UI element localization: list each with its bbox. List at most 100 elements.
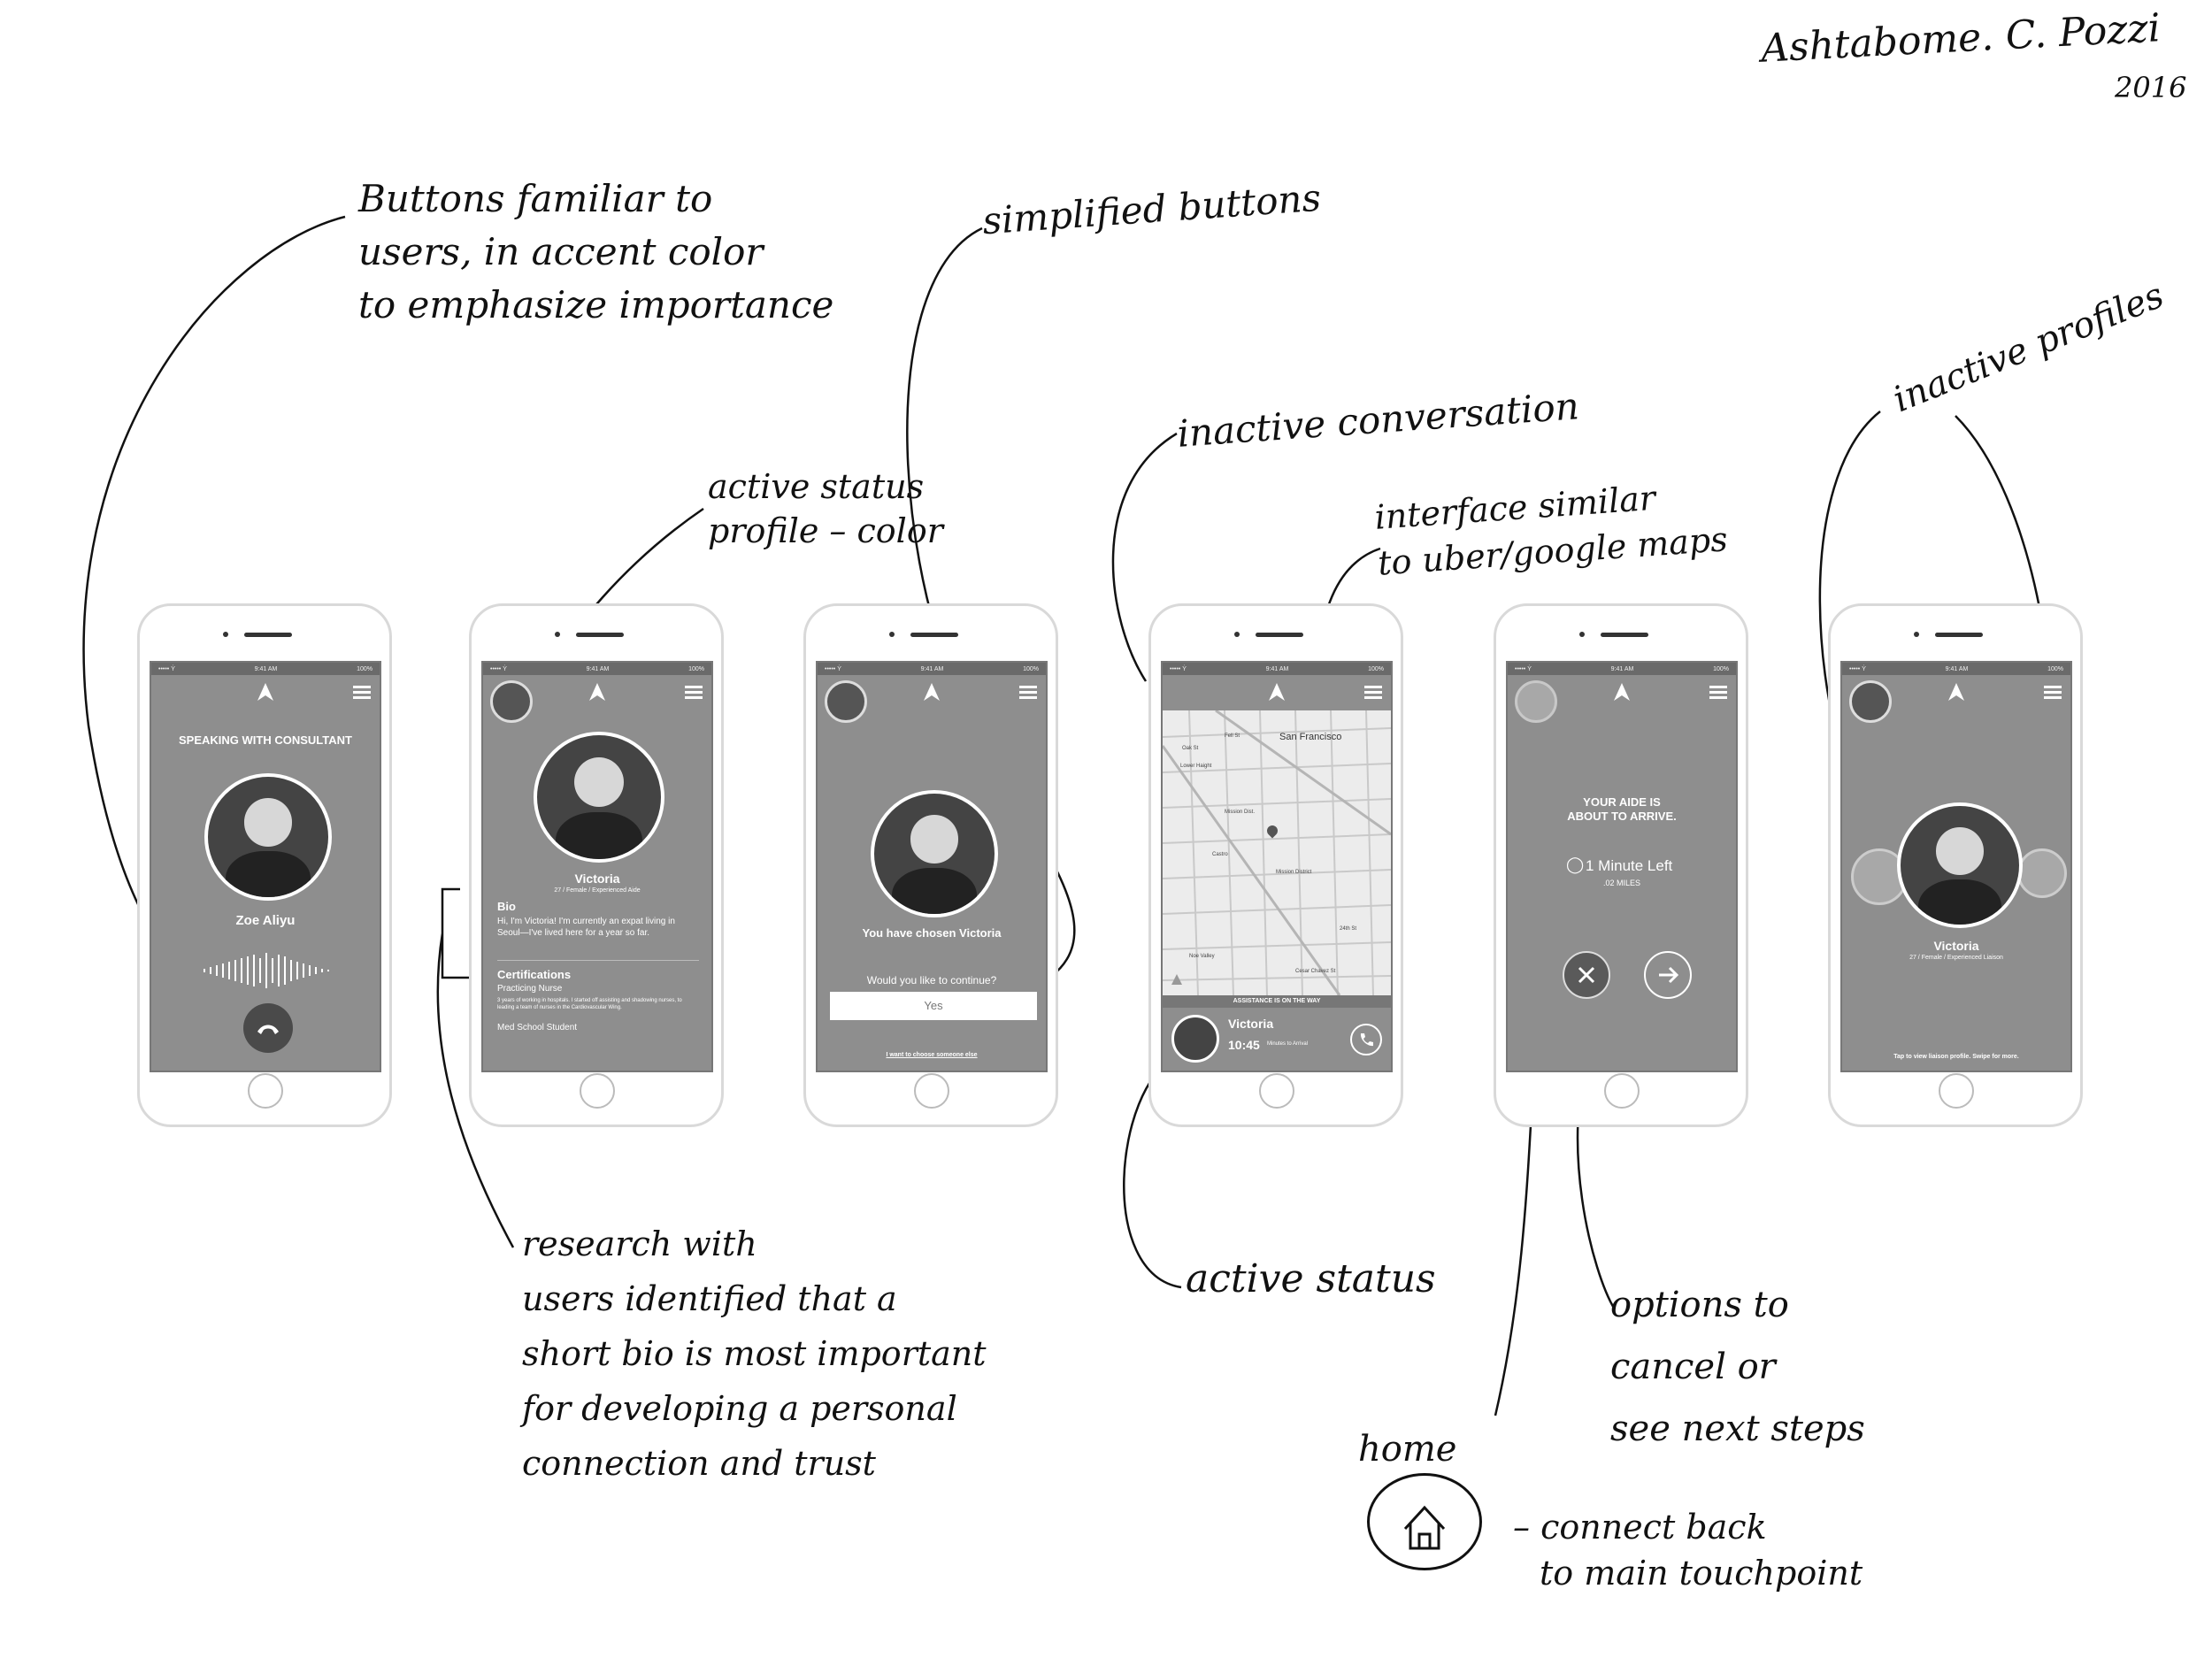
active-status-avatar[interactable] bbox=[490, 680, 533, 723]
home-icon bbox=[1367, 1473, 1482, 1570]
consultant-avatar bbox=[204, 773, 332, 901]
call-aide-button[interactable] bbox=[1350, 1024, 1382, 1055]
status-time: 9:41 AM bbox=[254, 665, 278, 672]
menu-icon[interactable] bbox=[1364, 686, 1382, 699]
phone-speaker bbox=[1935, 633, 1983, 637]
divider bbox=[497, 960, 699, 961]
phone-home-button[interactable] bbox=[1259, 1073, 1294, 1109]
map-label-lower-haight: Lower Haight bbox=[1180, 764, 1212, 769]
battery-level: 100% bbox=[357, 665, 373, 672]
map-label-sf: San Francisco bbox=[1279, 732, 1342, 742]
liaison-avatar[interactable] bbox=[1897, 802, 2023, 928]
arrive-line-1: YOUR AIDE IS bbox=[1583, 795, 1661, 809]
map-label-mission-district: Mission District bbox=[1276, 870, 1312, 875]
menu-icon[interactable] bbox=[1709, 686, 1727, 699]
yes-button[interactable]: Yes bbox=[830, 992, 1037, 1020]
miles-remaining: .02 MILES bbox=[1602, 879, 1641, 887]
carrier-signal: ••••• Ẏ bbox=[1170, 665, 1187, 672]
map-label-mission-dist: Mission Dist. bbox=[1225, 810, 1256, 815]
chosen-aide-avatar bbox=[871, 790, 998, 917]
active-status-avatar[interactable] bbox=[825, 680, 867, 723]
inactive-status-avatar[interactable] bbox=[1515, 680, 1557, 723]
status-time: 9:41 AM bbox=[1265, 665, 1289, 672]
phone-camera bbox=[889, 632, 895, 637]
phone-home-button[interactable] bbox=[1939, 1073, 1974, 1109]
map-label-24th: 24th St bbox=[1340, 926, 1357, 932]
app-logo-icon[interactable] bbox=[589, 683, 605, 701]
app-logo-icon[interactable] bbox=[1948, 683, 1964, 701]
app-logo-icon[interactable] bbox=[1614, 683, 1630, 701]
aide-name: Victoria bbox=[1228, 1017, 1274, 1031]
nav-bar bbox=[818, 675, 1046, 710]
end-call-button[interactable] bbox=[243, 1003, 293, 1053]
close-icon bbox=[1578, 966, 1595, 984]
continue-question: Would you like to continue? bbox=[866, 974, 997, 986]
walking-icon: ◯ bbox=[1566, 856, 1585, 873]
carrier-signal: ••••• Ẏ bbox=[825, 665, 841, 672]
inactive-profile-right[interactable] bbox=[2017, 848, 2067, 898]
menu-icon[interactable] bbox=[2044, 686, 2062, 699]
eta-label: Minutes to Arrival bbox=[1267, 1041, 1309, 1047]
status-time: 9:41 AM bbox=[1610, 665, 1634, 672]
phone-camera bbox=[1234, 632, 1240, 637]
app-logo-icon[interactable] bbox=[1269, 683, 1285, 701]
battery-level: 100% bbox=[1713, 665, 1729, 672]
aide-avatar bbox=[534, 732, 664, 863]
status-time: 9:41 AM bbox=[586, 665, 610, 672]
phone-camera bbox=[1914, 632, 1919, 637]
aide-meta: 27 / Female / Experienced Aide bbox=[554, 887, 641, 894]
certifications-title: Certifications bbox=[497, 968, 572, 981]
phone-home-button[interactable] bbox=[914, 1073, 949, 1109]
map-view[interactable]: San Francisco Lower Haight Mission Dist.… bbox=[1163, 710, 1391, 995]
chosen-message: You have chosen Victoria bbox=[862, 926, 1002, 940]
next-steps-button[interactable] bbox=[1644, 951, 1692, 999]
screen-aide-on-way: ••••• Ẏ 9:41 AM 100% San Francisco Lower H… bbox=[1161, 661, 1393, 1072]
phone-speaker bbox=[1601, 633, 1648, 637]
street-grid bbox=[1163, 710, 1391, 995]
phone-home-button[interactable] bbox=[580, 1073, 615, 1109]
battery-level: 100% bbox=[2047, 665, 2063, 672]
aide-card[interactable]: Victoria 10:45 Minutes to Arrival bbox=[1163, 1008, 1391, 1071]
menu-icon[interactable] bbox=[353, 686, 371, 699]
battery-level: 100% bbox=[1368, 665, 1384, 672]
phone-speaker bbox=[910, 633, 958, 637]
map-label-castro: Castro bbox=[1212, 852, 1228, 857]
app-logo-icon[interactable] bbox=[924, 683, 940, 701]
active-status-avatar[interactable] bbox=[1849, 680, 1892, 723]
map-label-fell: Fell St bbox=[1225, 733, 1240, 739]
arrow-right-icon bbox=[1659, 966, 1679, 984]
menu-icon[interactable] bbox=[685, 686, 703, 699]
swipe-hint: Tap to view liaison profile. Swipe for m… bbox=[1893, 1054, 2019, 1060]
choose-someone-else-link[interactable]: I want to choose someone else bbox=[886, 1052, 978, 1058]
carrier-signal: ••••• Ẏ bbox=[490, 665, 507, 672]
map-label-noe-valley: Noe Valley bbox=[1189, 954, 1215, 959]
menu-icon[interactable] bbox=[1019, 686, 1037, 699]
cancel-button[interactable] bbox=[1563, 951, 1610, 999]
bio-title: Bio bbox=[497, 900, 516, 913]
nav-bar bbox=[483, 675, 711, 710]
phone-speaker bbox=[576, 633, 624, 637]
phone-home-button[interactable] bbox=[1604, 1073, 1640, 1109]
assistance-banner: ASSISTANCE IS ON THE WAY bbox=[1163, 995, 1391, 1008]
phone-speaker bbox=[1256, 633, 1303, 637]
phone-home-button[interactable] bbox=[248, 1073, 283, 1109]
status-time: 9:41 AM bbox=[1945, 665, 1969, 672]
phone-speaker bbox=[244, 633, 292, 637]
app-logo-icon[interactable] bbox=[257, 683, 273, 701]
eta-time: 10:45 bbox=[1228, 1038, 1260, 1052]
map-label-cesar-chavez: Cesar Chavez St bbox=[1295, 969, 1336, 974]
locate-me-icon[interactable] bbox=[1171, 974, 1182, 985]
minutes-left: 1 Minute Left bbox=[1586, 857, 1673, 874]
cert-med-school: Med School Student bbox=[497, 1023, 578, 1032]
